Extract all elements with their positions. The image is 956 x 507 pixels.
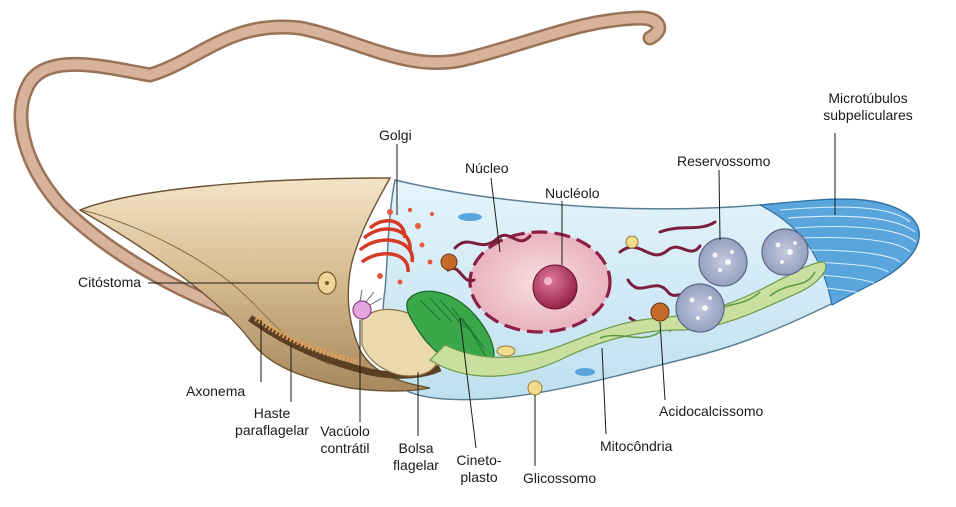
label-microtubulos-line1: Microtúbulos	[808, 90, 928, 107]
label-acidocalcissomo: Acidocalcissomo	[659, 403, 763, 420]
label-bolsa-line1: Bolsa	[384, 440, 448, 457]
contractile-vacuole	[353, 301, 371, 319]
label-vacuolo-contratil: Vacúolo contrátil	[310, 423, 380, 457]
label-haste-line2: paraflagelar	[232, 422, 312, 439]
label-haste-paraflagelar: Haste paraflagelar	[232, 405, 312, 439]
label-cineto-line2: plasto	[449, 469, 509, 486]
label-nucleolo: Nucléolo	[545, 185, 599, 202]
label-microtubulos: Microtúbulos subpeliculares	[808, 90, 928, 124]
nucleolus	[533, 265, 577, 309]
label-cineto-line1: Cineto-	[449, 452, 509, 469]
label-bolsa-line2: flagelar	[384, 457, 448, 474]
label-vacuolo-line2: contrátil	[310, 440, 380, 457]
label-microtubulos-line2: subpeliculares	[808, 107, 928, 124]
label-mitocondria: Mitocôndria	[600, 438, 672, 455]
label-axonema: Axonema	[186, 383, 245, 400]
label-cinetoplasto: Cineto- plasto	[449, 452, 509, 486]
label-vacuolo-line1: Vacúolo	[310, 423, 380, 440]
label-bolsa-flagelar: Bolsa flagelar	[384, 440, 448, 474]
label-glicossomo: Glicossomo	[523, 470, 596, 487]
label-citostoma: Citóstoma	[78, 274, 141, 291]
label-reservossomo: Reservossomo	[677, 153, 770, 170]
label-golgi: Golgi	[379, 127, 412, 144]
label-haste-line1: Haste	[232, 405, 312, 422]
label-nucleo: Núcleo	[465, 160, 509, 177]
